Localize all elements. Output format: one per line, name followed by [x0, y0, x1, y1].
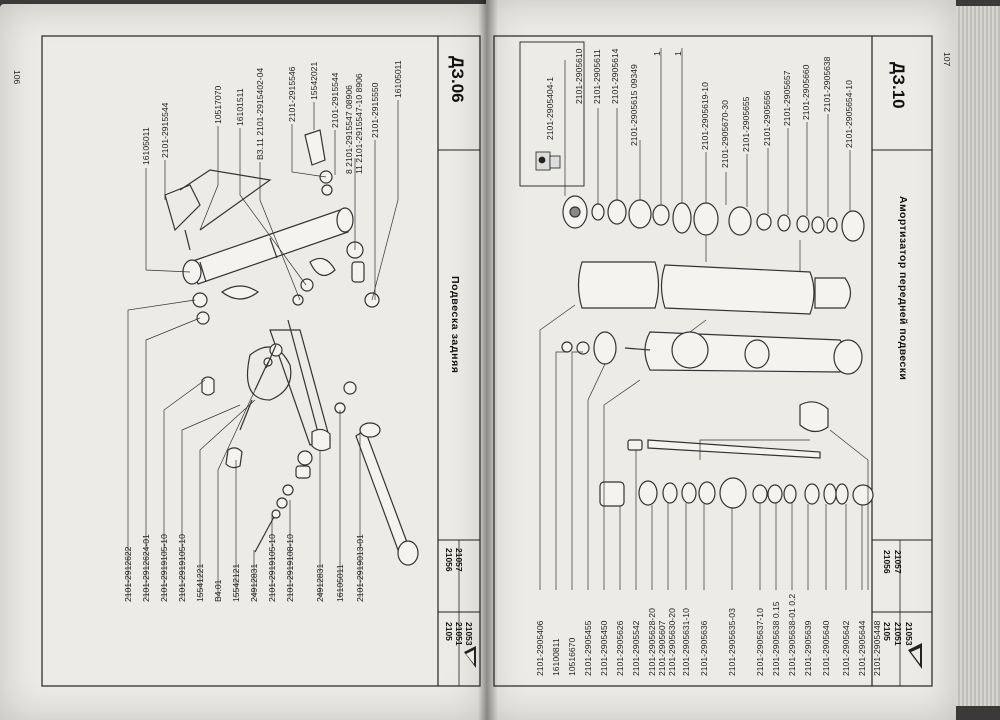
left-page-content: 106 ДЗ.06 Подвеска задняя 21056 21057 21…: [12, 35, 481, 687]
left-model-b2: 21051: [454, 622, 464, 646]
left-part-label: 11 2101-2915547-10 8906: [354, 73, 364, 174]
right-part-label: 2101-2905611: [592, 49, 602, 104]
right-exploded-drawing: [561, 195, 874, 509]
right-part-label: 2101-2905610: [574, 48, 584, 104]
left-part-label: 24912831: [315, 564, 325, 602]
right-part-label: 2101-2905655: [741, 96, 751, 152]
right-part-label: 2101-2905450: [599, 620, 609, 676]
right-part-label: 2101-2905637-10: [755, 608, 765, 676]
right-part-label: 2101-2905404-1: [545, 77, 555, 140]
right-part-label: 2101-2905670-30: [720, 100, 730, 168]
right-part-label: 2101-2905640: [821, 620, 831, 676]
left-part-label: 2101-2915546: [287, 66, 297, 122]
left-page: [0, 4, 486, 720]
left-section-code: ДЗ.06: [448, 56, 467, 103]
right-part-label: 2101-2905638 0.15: [771, 601, 781, 676]
left-model-b3: 21053: [464, 622, 474, 646]
left-part-label: 2101-2915550: [370, 82, 380, 138]
left-part-label: 16101511: [235, 88, 245, 126]
left-part-label: 16105011: [393, 60, 403, 98]
right-model-b3: 21053: [904, 622, 914, 646]
left-drawing-frame: [41, 35, 481, 687]
right-model-a1: 21056: [882, 550, 892, 574]
right-part-label: 16100811: [551, 638, 561, 676]
right-part-label: 1: [652, 51, 662, 56]
left-part-label: 2101-2915544: [330, 72, 340, 128]
left-part-label: 10517070: [213, 86, 223, 124]
left-part-label: 2101-2919105-10: [177, 534, 187, 602]
right-part-label: 2101-2905656: [762, 90, 772, 146]
right-page-number: 107: [942, 52, 952, 67]
right-leader-lines: [539, 48, 869, 590]
tool-kit-icon: [535, 151, 561, 171]
right-part-label: 2101-2905638: [822, 56, 832, 112]
right-part-label: 2101-2905635-03: [727, 608, 737, 676]
right-part-label: 2101-2905657: [782, 70, 792, 126]
left-model-a1: 21056: [444, 548, 454, 572]
right-part-label: 2101-2905626: [615, 620, 625, 676]
left-model-b1: 2105: [444, 622, 454, 641]
left-part-label: 2101-2919105-10: [267, 534, 277, 602]
left-part-label: 2101-2919108-10: [285, 534, 295, 602]
right-part-label: 2101-2905614: [610, 48, 620, 104]
left-part-label: 15542021: [309, 62, 319, 100]
left-models-block: 21056 21057 2105 21051 21053: [444, 548, 476, 668]
right-part-label: 2101-2905654-10: [844, 80, 854, 148]
left-part-label: 15541221: [195, 564, 205, 602]
vaz-logo-icon: [464, 646, 476, 668]
left-part-label: 15542121: [231, 564, 241, 602]
right-part-label: 2101-2905607: [657, 620, 667, 676]
right-section-code: ДЗ.10: [889, 62, 908, 109]
right-part-label: 2101-2905660: [801, 64, 811, 120]
right-model-b1: 2105: [882, 622, 892, 641]
left-section-title: Подвеска задняя: [449, 276, 461, 374]
right-section-title: Амортизатор передней подвески: [897, 196, 909, 380]
right-part-label: 2101-2905455: [583, 620, 593, 676]
left-part-label: 2101-2919105-10: [159, 534, 169, 602]
left-exploded-drawing: [164, 129, 419, 566]
vaz-logo-icon: [908, 643, 922, 669]
right-part-label: 2101-2905642: [841, 620, 851, 676]
right-top-labels: 2101-2905404-1 2101-2905610 2101-2905611…: [545, 48, 854, 168]
left-model-a2: 21057: [454, 548, 464, 572]
right-part-label: 2101-2905644: [857, 620, 867, 676]
right-model-a2: 21057: [893, 550, 903, 574]
left-bottom-labels: 2101-2912622 2101-2912624-01 2101-291910…: [123, 534, 365, 602]
right-models-block: 21056 21057 2105 21051 21053: [882, 550, 922, 669]
right-part-label: 2101-2905542: [631, 620, 641, 676]
right-part-label: 2101-2905638-01 0.2: [787, 594, 797, 676]
left-part-label: 16105011: [141, 127, 151, 165]
left-part-label: 2101-2912624-01: [141, 534, 151, 602]
left-page-number: 106: [12, 70, 22, 85]
left-part-label: 16105011: [335, 564, 345, 602]
left-leader-lines: [127, 100, 399, 598]
left-part-label: 2101-2915544: [160, 102, 170, 158]
right-page-content: 107 ДЗ.10 Амортизатор передней подвески …: [493, 35, 952, 687]
left-part-label: 24912831: [249, 564, 259, 602]
right-part-label: 2101-2905630-20: [667, 608, 677, 676]
right-part-label: 2101-2905628-20: [647, 608, 657, 676]
left-part-label: 8 2101-2915547 08906: [344, 85, 354, 174]
right-part-label: 2101-2905636: [699, 620, 709, 676]
right-model-b2: 21051: [893, 622, 903, 646]
right-part-label: 1: [673, 51, 683, 56]
book-gutter: [478, 0, 498, 720]
right-part-label: 2101-2905615 09349: [629, 64, 639, 146]
right-part-label: 2101-2905639: [803, 620, 813, 676]
right-part-label: 10516670: [567, 638, 577, 676]
left-part-label: В4.01: [213, 579, 223, 602]
right-part-label: 2101-2905619-10: [700, 82, 710, 150]
right-part-label: 2101-2905448: [872, 620, 882, 676]
left-part-label: ВЗ.11 2101-2915402-04: [255, 68, 265, 160]
inset-box: [519, 41, 585, 187]
right-part-label: 2101-2905406: [535, 620, 545, 676]
right-drawing-frame: [493, 35, 933, 687]
right-bottom-labels: 2101-2905406 16100811 10516670 2101-2905…: [535, 594, 882, 676]
book-page-edges: [956, 6, 1000, 706]
left-part-label: 2101-2912622: [123, 546, 133, 602]
left-part-label: 2101-2919013-01: [355, 534, 365, 602]
left-top-labels: 16105011 2101-2915544 10517070 16101511 …: [141, 60, 403, 174]
right-part-label: 2101-2905631-10: [681, 608, 691, 676]
